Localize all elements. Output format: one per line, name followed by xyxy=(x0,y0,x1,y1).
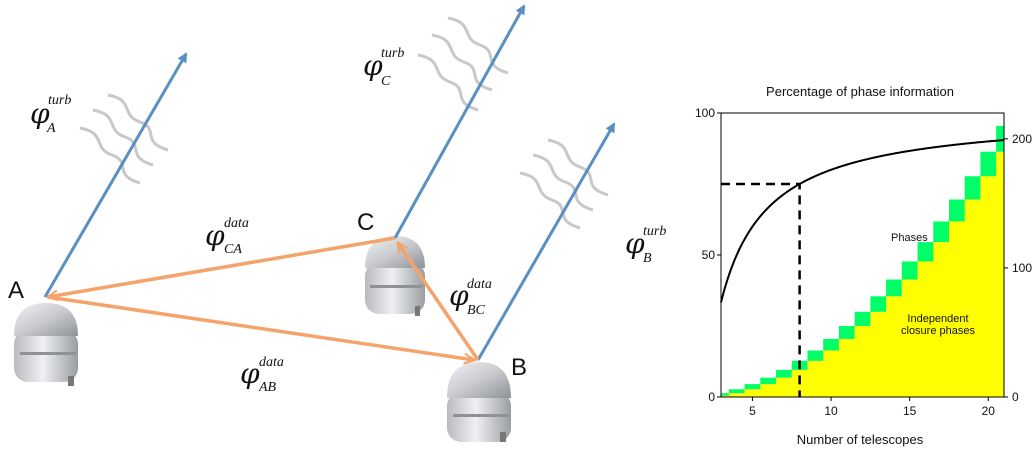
annotation-phases: Phases xyxy=(891,232,928,244)
phases-step xyxy=(980,151,997,177)
phase-information-curve xyxy=(720,139,1005,303)
y-left-tick-label: 0 xyxy=(708,390,715,404)
phi-data-bc-label: φ data BC xyxy=(449,277,492,318)
svg-text:φ: φ xyxy=(449,279,469,312)
y-right-tick-label: 100 xyxy=(1012,261,1032,275)
phases-step xyxy=(838,326,855,339)
svg-text:AB: AB xyxy=(258,380,277,395)
phi-turb-a-label: φ turb A xyxy=(30,93,71,136)
baseline-ab-arrow xyxy=(47,295,474,360)
y-right-tick-label: 200 xyxy=(1012,132,1032,146)
baseline-bc-arrow xyxy=(398,243,480,361)
phase-information-chart: Percentage of phase information Number o… xyxy=(695,84,1032,447)
phases-step xyxy=(823,338,839,351)
chart-title: Percentage of phase information xyxy=(766,84,954,99)
annotation-closure-line1: Independent xyxy=(907,313,968,325)
svg-text:φ: φ xyxy=(363,49,383,82)
x-axis-label: Number of telescopes xyxy=(797,432,924,447)
x-tick-label: 5 xyxy=(749,404,756,418)
turbulence-waves-a xyxy=(79,93,169,185)
phi-turb-b-label: φ turb B xyxy=(625,224,666,266)
interferometer-diagram: A B C φ turb A φ turb C φ turb B φ data … xyxy=(8,4,666,442)
svg-text:φ: φ xyxy=(205,219,225,252)
phases-step xyxy=(933,221,949,243)
phases-step xyxy=(886,279,902,297)
svg-text:A: A xyxy=(46,121,56,136)
phases-step xyxy=(776,369,792,378)
phases-step xyxy=(721,393,729,396)
telescope-c xyxy=(365,236,425,316)
station-b-label: B xyxy=(511,354,527,381)
station-c-label: C xyxy=(357,209,374,236)
phases-step xyxy=(807,350,824,361)
closure-phases-area xyxy=(721,151,1004,397)
phases-step xyxy=(996,125,1004,152)
phi-data-ca-label: φ data CA xyxy=(205,216,249,257)
svg-text:φ: φ xyxy=(240,357,260,390)
phases-step xyxy=(901,261,918,280)
svg-text:turb: turb xyxy=(381,46,404,61)
svg-text:φ: φ xyxy=(30,97,50,130)
annotation-closure-line2: closure phases xyxy=(901,325,975,337)
svg-text:φ: φ xyxy=(625,227,645,260)
x-tick-label: 10 xyxy=(824,404,838,418)
turbulence-beam-a xyxy=(43,52,188,298)
x-tick-label: 15 xyxy=(903,404,917,418)
telescope-b xyxy=(447,362,511,442)
baseline-ca-arrow xyxy=(48,236,396,297)
phases-step xyxy=(917,242,934,262)
phases-step xyxy=(728,389,745,394)
svg-text:turb: turb xyxy=(48,93,71,108)
marker-dashed-line xyxy=(721,182,801,397)
phases-step xyxy=(948,199,965,222)
svg-text:B: B xyxy=(643,251,652,266)
y-left-tick-label: 100 xyxy=(695,106,715,120)
phi-data-ab-label: φ data AB xyxy=(240,355,284,395)
phases-step xyxy=(854,311,871,326)
phases-step xyxy=(870,296,887,312)
turbulence-beam-b xyxy=(476,122,616,361)
turbulence-beam-c xyxy=(393,4,526,239)
y-left-tick-label: 50 xyxy=(702,248,716,262)
y-right-tick-label: 0 xyxy=(1012,390,1019,404)
svg-text:C: C xyxy=(381,74,391,89)
svg-text:BC: BC xyxy=(467,303,486,318)
station-a-label: A xyxy=(8,277,24,304)
svg-text:data: data xyxy=(467,277,492,292)
phases-step xyxy=(964,176,981,200)
svg-text:CA: CA xyxy=(224,242,242,257)
phi-turb-c-label: φ turb C xyxy=(363,46,404,89)
turbulence-waves-b xyxy=(519,138,609,230)
phases-step xyxy=(760,377,777,385)
x-tick-label: 20 xyxy=(982,404,996,418)
plot-marks xyxy=(720,125,1005,397)
turbulence-waves-c xyxy=(417,16,509,112)
phases-step xyxy=(744,384,761,390)
svg-text:data: data xyxy=(259,355,284,370)
svg-text:turb: turb xyxy=(643,224,666,239)
svg-text:data: data xyxy=(224,216,249,231)
telescope-a xyxy=(14,303,78,386)
